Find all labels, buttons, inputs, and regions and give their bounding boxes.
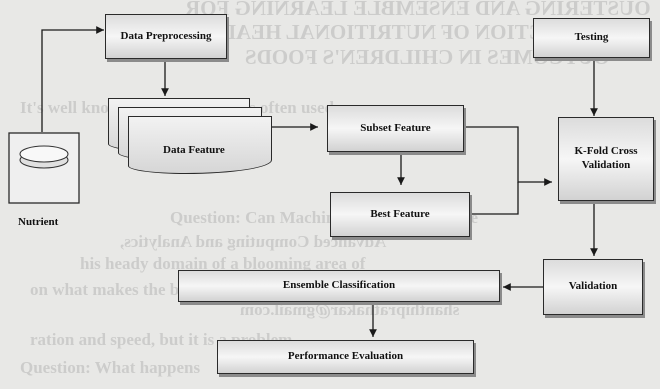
validation-label: Validation <box>568 280 618 293</box>
arrow-subset-to-kfold <box>465 126 552 186</box>
kfold-cross-validation-box: K-Fold Cross Validation <box>558 117 654 201</box>
performance-evaluation-label: Performance Evaluation <box>287 350 404 363</box>
data-preprocessing-label: Data Preprocessing <box>120 29 212 42</box>
ensemble-classification-label: Ensemble Classification <box>282 279 396 292</box>
kfold-cross-validation-label: K-Fold Cross Validation <box>574 145 638 171</box>
data-feature-doc-front <box>128 116 272 174</box>
data-preprocessing-box: Data Preprocessing <box>105 14 227 59</box>
testing-label: Testing <box>574 31 609 44</box>
arrow-best-to-kfold <box>470 182 519 215</box>
data-feature-label: Data Feature <box>163 144 225 156</box>
performance-evaluation-box: Performance Evaluation <box>217 340 474 374</box>
subset-feature-label: Subset Feature <box>360 121 431 134</box>
validation-box: Validation <box>543 259 643 315</box>
nutrient-label: Nutrient <box>18 216 59 228</box>
best-feature-box: Best Feature <box>330 192 470 237</box>
subset-feature-box: Subset Feature <box>327 105 464 152</box>
best-feature-label: Best Feature <box>370 207 430 220</box>
arrow-nutrient-to-preprocessing <box>41 26 104 132</box>
nutrient-database-icon <box>8 132 80 204</box>
testing-box: Testing <box>533 18 650 58</box>
ensemble-classification-box: Ensemble Classification <box>178 270 500 302</box>
